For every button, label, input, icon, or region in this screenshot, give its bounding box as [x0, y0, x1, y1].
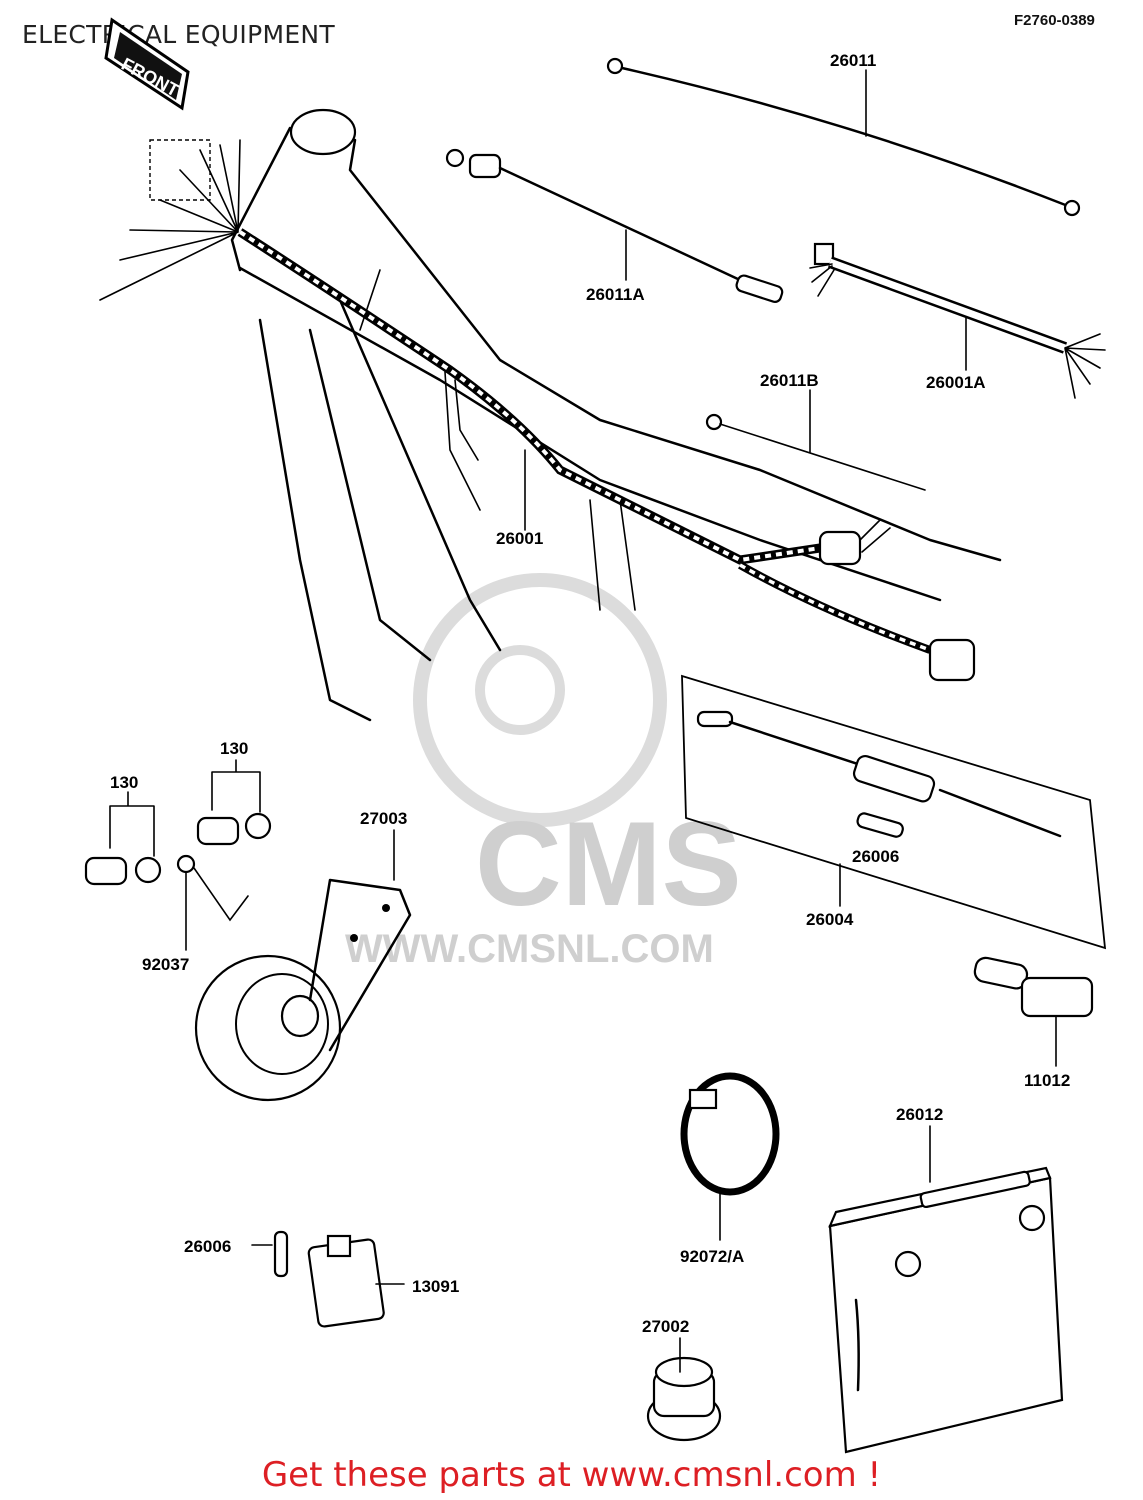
part-label: 130 [220, 739, 248, 758]
part-label: 26001A [926, 373, 986, 392]
band-92072A [680, 1072, 780, 1196]
part-labels: 26011 26011A 26001A 26011B 26001 130 130… [110, 51, 1070, 1336]
watermark: CMS WWW.CMSNL.COM [345, 573, 742, 971]
lead-26011B [705, 413, 926, 491]
page-title: ELECTRICAL EQUIPMENT [22, 20, 335, 49]
sub-harness-26001A [809, 242, 1106, 399]
wire-92037 [176, 854, 249, 922]
bolts-130 [84, 812, 272, 886]
leader-lines [109, 69, 1057, 1373]
footer-call-to-action[interactable]: Get these parts at www.cmsnl.com ! [0, 1455, 1143, 1495]
part-label: 27002 [642, 1317, 689, 1336]
battery-26012 [828, 1166, 1064, 1454]
wiring-harness-26001 [99, 139, 976, 682]
part-label: 27003 [360, 809, 407, 828]
part-label: 26011A [586, 285, 645, 304]
horn-27003 [194, 878, 412, 1102]
switch-27002 [646, 1356, 722, 1442]
footer-link[interactable]: Get these parts at www.cmsnl.com ! [261, 1455, 882, 1495]
fuse-holder-26004 [681, 674, 1107, 950]
watermark-url: WWW.CMSNL.COM [345, 927, 714, 971]
part-label: 26012 [896, 1105, 943, 1124]
part-label: 92072/A [680, 1247, 744, 1266]
part-label: 26011B [760, 371, 819, 390]
part-label: 26004 [806, 910, 854, 929]
terminal-cap-11012 [973, 956, 1094, 1018]
fuse-26006 [273, 1230, 289, 1278]
part-label: 26006 [852, 847, 899, 866]
lead-26011A [445, 148, 784, 303]
battery-lead-26011 [606, 57, 1081, 217]
part-label: 13091 [412, 1277, 459, 1296]
part-label: 130 [110, 773, 138, 792]
diagram-reference-code: F2760-0389 [1014, 12, 1095, 29]
part-label: 11012 [1024, 1071, 1070, 1090]
watermark-brand: CMS [475, 797, 742, 931]
frame [230, 108, 1002, 722]
part-label: 92037 [142, 955, 189, 974]
part-label: 26011 [830, 51, 876, 70]
part-label: 26006 [184, 1237, 231, 1256]
regulator-13091 [307, 1234, 385, 1328]
front-indicator: FRONT [104, 17, 190, 111]
part-label: 26001 [496, 529, 543, 548]
